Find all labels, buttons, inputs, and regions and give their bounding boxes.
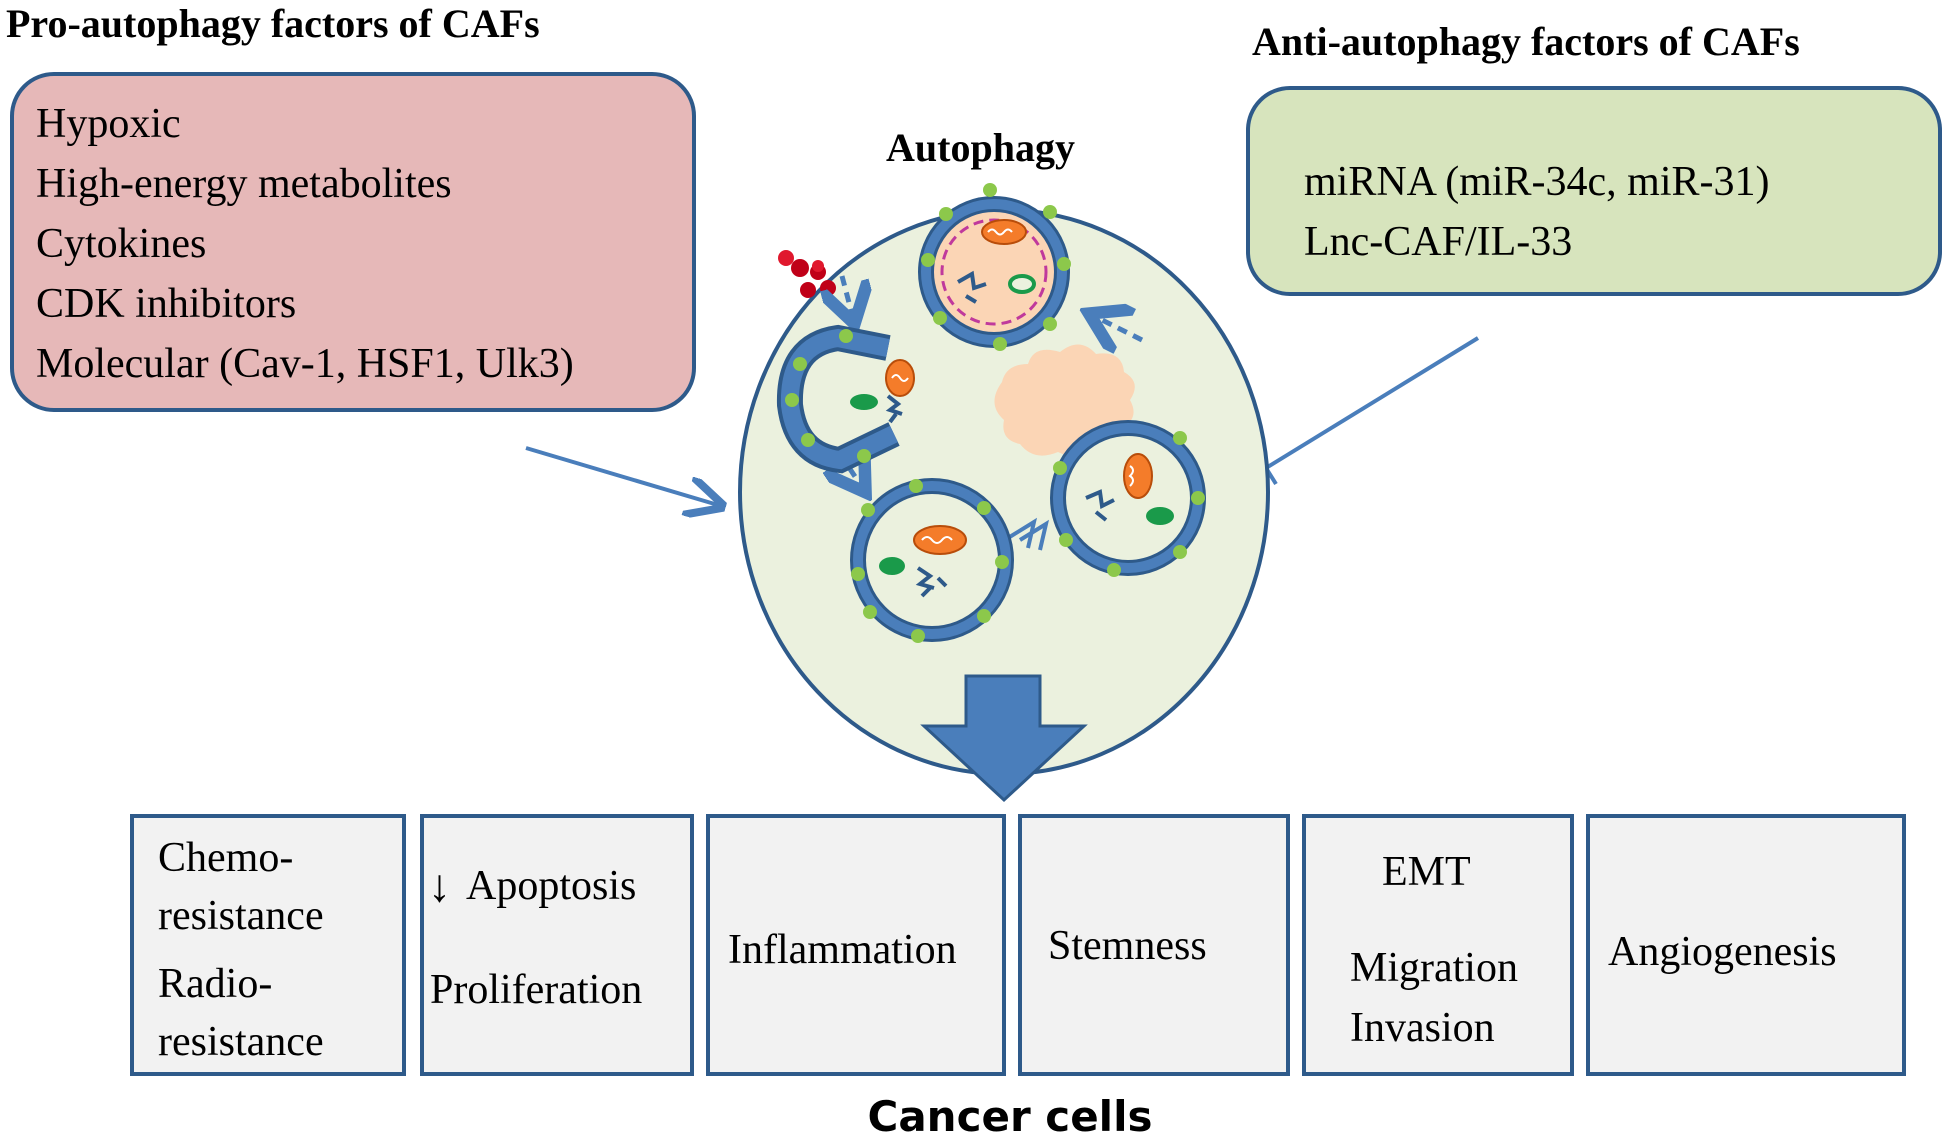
lysosome: [918, 183, 1071, 351]
pro-autophagy-title: Pro-autophagy factors of CAFs: [6, 1, 540, 46]
cancer-cells-label: Cancer cells: [867, 1092, 1153, 1141]
anti-autophagy-inhibition-line: [1254, 336, 1480, 486]
stemness-label: Stemness: [1048, 923, 1207, 969]
anti-autophagy-box: miRNA (miR-34c, miR-31) Lnc-CAF/IL-33: [1246, 86, 1942, 296]
resistance-box: Chemo- resistance Radio- resistance: [130, 814, 406, 1076]
anti-factor-item: Lnc-CAF/IL-33: [1304, 219, 1573, 265]
apoptosis-label: Apoptosis: [466, 863, 637, 909]
pro-factor-item: Cytokines: [36, 221, 207, 267]
pro-factor-item: Hypoxic: [36, 101, 181, 147]
angiogenesis-box: Angiogenesis: [1586, 814, 1906, 1076]
anti-factor-item: miRNA (miR-34c, miR-31): [1304, 159, 1770, 205]
autophagosome: [850, 478, 1014, 643]
autolysosome: [1050, 420, 1206, 577]
invasion-label: Invasion: [1350, 1005, 1495, 1051]
emt-box: EMT Migration Invasion: [1302, 814, 1574, 1076]
pro-factor-item: CDK inhibitors: [36, 281, 297, 327]
angiogenesis-label: Angiogenesis: [1608, 929, 1837, 975]
pro-factor-item: Molecular (Cav-1, HSF1, Ulk3): [36, 341, 574, 387]
inflammation-box: Inflammation: [706, 814, 1006, 1076]
chemo-label: Chemo-: [158, 835, 294, 881]
cargo-to-phagophore-arrow: [842, 275, 852, 314]
emt-label: EMT: [1382, 849, 1471, 895]
apoptosis-box: ↓ Apoptosis Proliferation: [420, 814, 694, 1076]
autophagosome-to-autolysosome-arrow: [1006, 517, 1050, 551]
cargo-particles: [778, 250, 836, 298]
chemo-label: resistance: [158, 893, 324, 939]
pro-autophagy-arrow: [525, 446, 718, 505]
radio-label: Radio-: [158, 961, 273, 1007]
pro-factor-item: High-energy metabolites: [36, 161, 452, 207]
migration-label: Migration: [1350, 945, 1518, 991]
down-arrow-icon: ↓: [428, 860, 451, 911]
inflammation-label: Inflammation: [728, 927, 957, 973]
autolysosome-to-degradation-arrow: [1098, 318, 1144, 340]
proliferation-label: Proliferation: [430, 967, 643, 1013]
stemness-box: Stemness: [1018, 814, 1290, 1076]
down-arrow: [920, 674, 1088, 803]
anti-autophagy-title: Anti-autophagy factors of CAFs: [1252, 19, 1800, 64]
phagophore: [776, 324, 915, 474]
pro-autophagy-box: Hypoxic High-energy metabolites Cytokine…: [10, 72, 696, 412]
autophagy-label: Autophagy: [886, 125, 1075, 170]
radio-label: resistance: [158, 1019, 324, 1065]
